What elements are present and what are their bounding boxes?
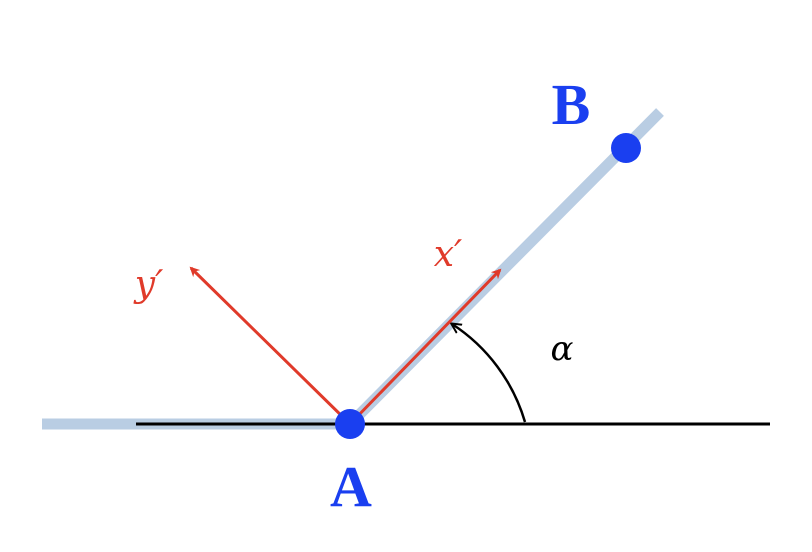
y-prime-label: y′ xyxy=(133,264,164,305)
node-a xyxy=(335,409,365,439)
angle-arc xyxy=(452,324,527,423)
x-prime-axis-arrow xyxy=(348,268,502,426)
x-prime-label: x′ xyxy=(434,234,462,275)
node-a-label: A xyxy=(330,454,372,519)
node-b-label: B xyxy=(552,72,591,137)
y-prime-axis-arrow xyxy=(189,266,352,426)
node-b xyxy=(611,133,641,163)
angle-alpha-label: α xyxy=(551,329,574,369)
